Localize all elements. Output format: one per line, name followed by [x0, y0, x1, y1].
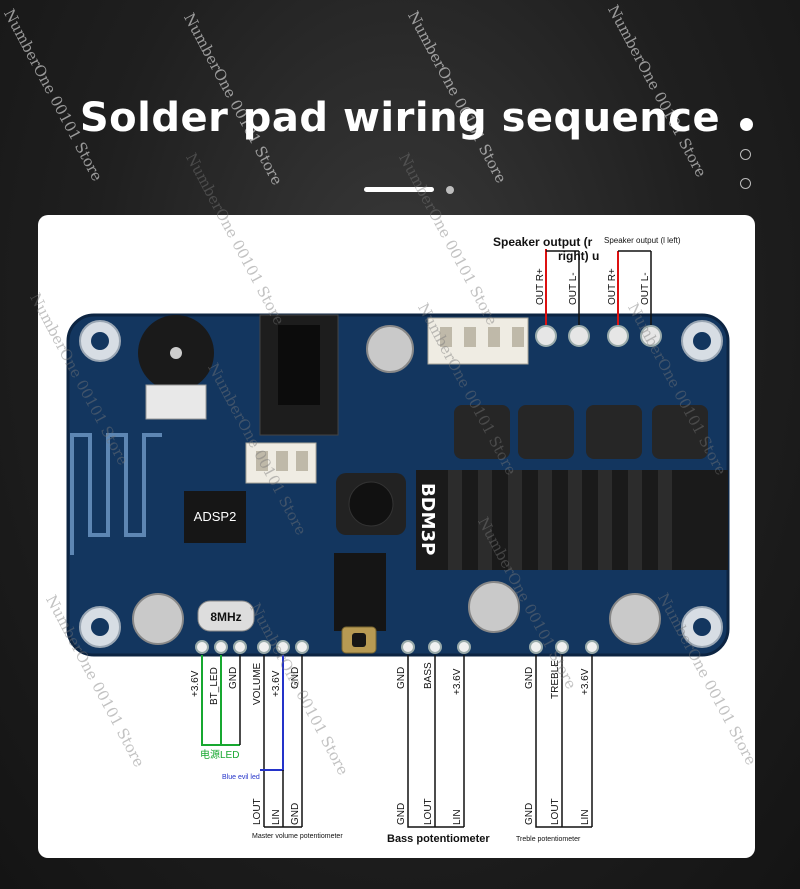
- master-pot-gnd: GND: [290, 802, 301, 825]
- blue-led-note: Blue evil led: [222, 774, 260, 781]
- bass-pot-gnd: GND: [396, 802, 407, 825]
- pad-out-r-plus-2: [607, 325, 629, 347]
- pad-out-l-minus: [568, 325, 590, 347]
- bt-antenna-trace: [70, 433, 162, 555]
- pin-label-3v6-d: +3.6V: [580, 668, 591, 695]
- slide-progress-knob: [446, 186, 454, 194]
- inductor-l3: [586, 405, 642, 459]
- pin-label-3v6-b: +3.6V: [271, 670, 282, 697]
- bass-pot-label: Bass potentiometer: [387, 833, 490, 845]
- speaker-wires: [545, 249, 652, 325]
- master-pot-lin: LIN: [271, 809, 282, 825]
- adsp2-chip: [184, 491, 246, 543]
- speaker-output-right-label-2: right) u: [558, 249, 600, 263]
- inductor-l5: [652, 405, 708, 459]
- pin-label-out-l-minus: OUT L-: [568, 272, 579, 305]
- pin-label-out-l-minus-2: OUT L-: [640, 272, 651, 305]
- bottom-wires: [201, 655, 593, 828]
- watermark-4: NumberOne 00101 Store: [604, 2, 711, 181]
- pad-out-r-plus: [535, 325, 557, 347]
- inductor-l4: [518, 405, 574, 459]
- adsp2-label: ADSP2: [194, 509, 237, 524]
- carousel-dot-1[interactable]: [740, 118, 753, 131]
- board-diagram: ADSP2 BDM3P: [66, 249, 730, 828]
- crystal-8mhz: [197, 600, 255, 632]
- treble-pot-label: Treble potentiometer: [516, 836, 581, 843]
- master-pot-label: Master volume potentiometer: [252, 833, 343, 840]
- bass-pot-lin: LIN: [452, 809, 463, 825]
- page-title: Solder pad wiring sequence: [79, 95, 721, 141]
- pin-label-treble: TREBLE: [550, 660, 561, 699]
- pin-label-3v6-c: +3.6V: [452, 668, 463, 695]
- pin-label-gnd-d: GND: [524, 666, 535, 689]
- audio-jack: [334, 553, 386, 631]
- speaker-output-left-label: Speaker output (l left): [604, 236, 681, 245]
- pin-label-gnd-b: GND: [290, 666, 301, 689]
- slide-progress-bar: [364, 187, 434, 192]
- pin-label-bass: BASS: [423, 662, 434, 689]
- carousel-dot-2[interactable]: [740, 149, 751, 160]
- pin-label-out-r-plus-2: OUT R+: [607, 268, 618, 305]
- treble-pot-lout: LOUT: [550, 798, 561, 825]
- carousel-dot-3[interactable]: [740, 178, 751, 189]
- master-pot-lout: LOUT: [252, 798, 263, 825]
- carousel-indicator: [740, 118, 753, 207]
- pin-label-out-r-plus: OUT R+: [535, 268, 546, 305]
- pin-label-3v6-a: +3.6V: [190, 670, 201, 697]
- diagram-card: ADSP2 BDM3P: [38, 215, 755, 858]
- treble-pot-lin: LIN: [580, 809, 591, 825]
- pin-label-gnd-a: GND: [228, 666, 239, 689]
- bass-pot-lout: LOUT: [423, 798, 434, 825]
- treble-pot-gnd: GND: [524, 802, 535, 825]
- pad-out-l-minus-2: [640, 325, 662, 347]
- inductor-101: [454, 405, 510, 459]
- bdm3p-label: BDM3P: [417, 483, 438, 555]
- pin-label-bt-led: BT_LED: [209, 667, 220, 705]
- pin-label-gnd-c: GND: [396, 666, 407, 689]
- svg-text:8MHz: 8MHz: [210, 610, 241, 624]
- power-led-note: 电源LED: [200, 750, 240, 761]
- pin-label-volume: VOLUME: [252, 662, 263, 705]
- speaker-output-right-label: Speaker output (r: [493, 235, 593, 249]
- electrolytic-capacitors: [132, 325, 661, 645]
